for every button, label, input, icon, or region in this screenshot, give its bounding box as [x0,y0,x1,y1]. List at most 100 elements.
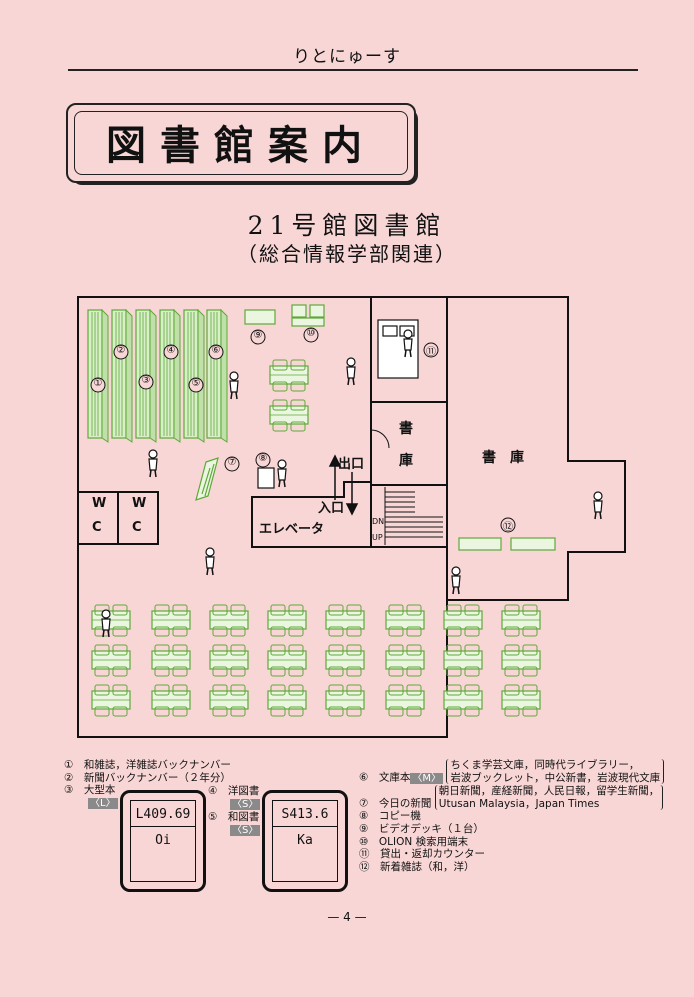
elevator-label: エレベータ [259,522,325,537]
marker-3: ③ [141,375,151,386]
wc-left-c: C [92,520,102,535]
newsletter-title: りとにゅーす [293,47,401,67]
legend-num: ② [64,771,74,784]
legend-num: ⑪ [359,848,370,861]
wc-right-c: C [132,520,142,535]
library-subtitle: （総合情報学部関連） [237,242,457,266]
legend-item-11: ⑪ 貸出・返却カウンター [359,848,664,861]
legend-num: ⑨ [359,822,369,835]
legend-item-9: ⑨ ビデオデッキ（１台） [359,823,664,836]
legend-text: 大型本 [83,784,116,797]
legend-text: コピー機 [378,810,421,823]
legend-item-3: ③ 大型本 [64,784,231,797]
call-number-divider [130,826,196,827]
small-stack-room [370,401,448,486]
marker-4: ④ [166,345,176,356]
legend-left-2: ④ 洋図書 〈S〉 ⑤ 和図書 〈S〉 [208,785,261,838]
legend-text: 文庫本 [378,771,411,784]
call-number-class: S413.6 [281,807,329,822]
legend-num: ⑩ [359,835,369,848]
legend-text: 今日の新聞 [378,797,432,810]
banner-inner-frame [74,111,408,175]
legend-num: ⑤ [208,811,218,824]
legend-item-8: ⑧ コピー機 [359,810,664,823]
legend-item-12: ⑫ 新着雑誌（和，洋） [359,861,664,874]
legend-right: ⑥ 文庫本〈M〉 ちくま学芸文庫，同時代ライブラリー，岩波ブックレット，中公新書… [359,759,665,874]
legend-num: ⑦ [359,797,369,810]
legend-text: 洋図書 [227,785,260,797]
legend-detail-line: 岩波ブックレット，中公新書，岩波現代文庫 [450,771,661,784]
legend-tag: 〈S〉 [230,798,261,810]
small-stack-label-1: 書 [399,421,413,437]
call-number-label-large: L409.69 Oi [120,790,206,892]
legend-detail: 朝日新聞，産経新聞，人民日報，留学生新聞，Utusan Malaysia，Jap… [434,785,664,811]
legend-text: 貸出・返却カウンター [380,848,485,861]
large-stack-label: 書 庫 [482,450,524,466]
call-number-label-small: S413.6 Ka [262,790,348,892]
shelves [87,309,228,443]
banner-title: 図書館案内 [106,122,376,169]
wc-right-w: W [132,496,147,511]
legend-num: ⑧ [359,810,369,823]
marker-6: ⑥ [211,345,221,356]
legend-text: 新着雑誌（和，洋） [380,860,475,873]
call-number-author: Oi [155,833,171,848]
marker-12: ⑫ [503,522,513,533]
legend-item-3-tag: 〈L〉 [64,797,231,811]
header-rule [68,69,638,71]
legend-item-5: ⑤ 和図書 [208,811,260,824]
small-stack-label-2: 庫 [399,453,413,469]
legend-text: OLION 検索用端末 [378,835,469,848]
legend-tag: 〈L〉 [88,797,118,809]
legend-num: ③ [64,784,74,797]
legend-text: 和雑誌，洋雑誌バックナンバー [83,759,231,771]
legend-text: ビデオデッキ（１台） [378,822,484,835]
legend-item-6: ⑥ 文庫本〈M〉 ちくま学芸文庫，同時代ライブラリー，岩波ブックレット，中公新書… [359,759,665,785]
stairs [370,484,448,548]
library-outline [77,296,626,738]
legend-num: ⑥ [359,771,369,784]
legend-num: ⑫ [359,860,370,873]
marker-7: ⑦ [227,457,237,468]
legend-item-10: ⑩ OLION 検索用端末 [359,836,664,849]
marker-5: ⑤ [191,378,201,389]
stairs-up-label: UP [372,533,383,542]
legend-num: ① [64,759,74,771]
library-name: 21号館図書館 [247,211,447,240]
legend-text: 和図書 [227,811,260,824]
call-number-author: Ka [297,833,313,848]
call-number-frame [130,800,196,882]
newspaper-rack [195,457,219,501]
legend-item-7: ⑦ 今日の新聞 朝日新聞，産経新聞，人民日報，留学生新聞，Utusan Mala… [359,785,664,811]
call-number-frame [272,800,338,882]
legend-tag: 〈S〉 [230,824,261,836]
legend-text: 新聞バックナンバー（２年分） [83,771,231,784]
elevator-block [251,481,372,548]
call-number-divider [272,826,338,827]
legend-item-1: ① 和雑誌，洋雑誌バックナンバー [64,759,231,772]
legend-tag: 〈M〉 [410,772,444,784]
legend-item-4: ④ 洋図書 [208,785,260,798]
legend-detail-line: ちくま学芸文庫，同時代ライブラリー， [450,759,640,771]
flow-arrows [328,454,359,516]
marker-11: ⑪ [426,347,436,358]
wc-left-w: W [92,496,107,511]
marker-9: ⑨ [253,330,263,341]
marker-10: ⑩ [306,328,316,339]
map-markers [90,327,516,533]
legend-item-5-tag: 〈S〉 [208,824,261,838]
legend-detail-line: 朝日新聞，産経新聞，人民日報，留学生新聞， [438,785,660,798]
legend-detail: ちくま学芸文庫，同時代ライブラリー，岩波ブックレット，中公新書，岩波現代文庫 [446,759,665,785]
wc-right [117,491,159,545]
marker-8: ⑧ [258,453,268,464]
marker-1: ① [93,378,103,389]
call-number-class: L409.69 [135,807,191,822]
legend-left: ① 和雑誌，洋雑誌バックナンバー ② 新聞バックナンバー（２年分） ③ 大型本 … [64,759,231,810]
legend-detail-line: Utusan Malaysia，Japan Times [438,797,600,810]
legend-item-2: ② 新聞バックナンバー（２年分） [64,772,231,785]
legend-num: ④ [208,785,218,797]
entrance-label: 入口 [318,501,345,516]
exit-label: 出口 [338,457,365,472]
page-number: — 4 — [327,910,367,924]
